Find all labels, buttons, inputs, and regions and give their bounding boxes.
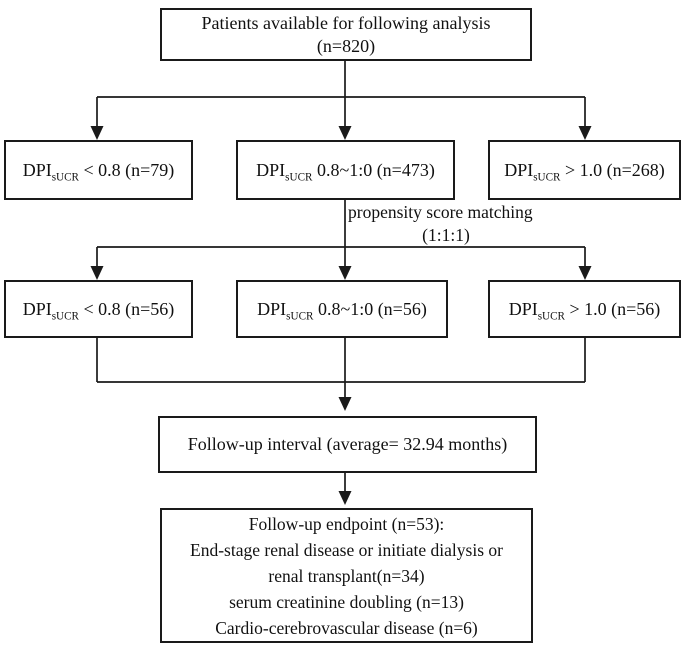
endpoint-line: End-stage renal disease or initiate dial… bbox=[190, 539, 503, 560]
box-text-line: DPIsUCR < 0.8 (n=56) bbox=[22, 298, 175, 323]
dpi-prefix: DPI bbox=[256, 159, 286, 180]
arrowhead bbox=[338, 266, 352, 280]
box-dpi-low-unmatched: DPIsUCR < 0.8 (n=79) bbox=[4, 140, 193, 200]
matching-label-ratio: (1:1:1) bbox=[422, 225, 470, 245]
box-text-line: DPIsUCR > 1.0 (n=268) bbox=[504, 159, 665, 184]
dpi-prefix: DPI bbox=[504, 159, 534, 180]
connector-top-to-row1 bbox=[90, 61, 592, 140]
arrowhead bbox=[90, 126, 104, 140]
dpi-rest: 0.8~1:0 (n=56) bbox=[313, 298, 427, 319]
endpoint-line: Cardio-cerebrovascular disease (n=6) bbox=[215, 617, 478, 638]
connector-row2-to-followup bbox=[96, 338, 586, 411]
box-text-line: Patients available for following analysi… bbox=[201, 13, 491, 33]
dpi-rest: < 0.8 (n=79) bbox=[79, 159, 175, 180]
arrowhead bbox=[338, 126, 352, 140]
box-dpi-mid-unmatched: DPIsUCR 0.8~1:0 (n=473) bbox=[236, 140, 455, 200]
box-patients-available: Patients available for following analysi… bbox=[160, 8, 532, 61]
endpoint-line: renal transplant(n=34) bbox=[268, 565, 425, 586]
arrowhead bbox=[338, 397, 352, 411]
dpi-rest: > 1.0 (n=268) bbox=[560, 159, 665, 180]
box-dpi-mid-matched: DPIsUCR 0.8~1:0 (n=56) bbox=[236, 280, 448, 338]
dpi-prefix: DPI bbox=[257, 298, 287, 319]
dpi-subscript: sUCR bbox=[286, 310, 314, 323]
arrowhead bbox=[90, 266, 104, 280]
dpi-prefix: DPI bbox=[22, 298, 52, 319]
dpi-subscript: sUCR bbox=[285, 171, 313, 184]
dpi-subscript: sUCR bbox=[537, 310, 565, 323]
matching-label-line: propensity score matching bbox=[348, 202, 533, 222]
dpi-prefix: DPI bbox=[22, 159, 52, 180]
box-text-line: Follow-up interval (average= 32.94 month… bbox=[187, 434, 508, 455]
box-text-line: (n=820) bbox=[316, 35, 376, 56]
box-dpi-low-matched: DPIsUCR < 0.8 (n=56) bbox=[4, 280, 193, 338]
box-dpi-high-unmatched: DPIsUCR > 1.0 (n=268) bbox=[488, 140, 681, 200]
box-text-line: DPIsUCR 0.8~1:0 (n=56) bbox=[257, 298, 427, 323]
box-followup-endpoint: Follow-up endpoint (n=53): End-stage ren… bbox=[160, 508, 533, 643]
connector-followup-to-endpoint bbox=[338, 473, 352, 505]
propensity-matching-label: propensity score matching (1:1:1) bbox=[348, 201, 544, 247]
endpoint-line: serum creatinine doubling (n=13) bbox=[229, 591, 464, 612]
dpi-subscript: sUCR bbox=[533, 171, 561, 184]
box-text-line: DPIsUCR > 1.0 (n=56) bbox=[508, 298, 661, 323]
endpoint-line: Follow-up endpoint (n=53): bbox=[248, 513, 445, 534]
box-followup-interval: Follow-up interval (average= 32.94 month… bbox=[158, 416, 537, 473]
dpi-rest: 0.8~1:0 (n=473) bbox=[312, 159, 435, 180]
dpi-rest: < 0.8 (n=56) bbox=[79, 298, 175, 319]
box-dpi-high-matched: DPIsUCR > 1.0 (n=56) bbox=[488, 280, 681, 338]
box-text-line: DPIsUCR < 0.8 (n=79) bbox=[22, 159, 175, 184]
box-text-line: DPIsUCR 0.8~1:0 (n=473) bbox=[256, 159, 435, 184]
arrowhead bbox=[578, 266, 592, 280]
dpi-subscript: sUCR bbox=[51, 171, 79, 184]
dpi-rest: > 1.0 (n=56) bbox=[565, 298, 661, 319]
dpi-prefix: DPI bbox=[508, 298, 538, 319]
arrowhead bbox=[338, 491, 352, 505]
dpi-subscript: sUCR bbox=[51, 310, 79, 323]
arrowhead bbox=[578, 126, 592, 140]
